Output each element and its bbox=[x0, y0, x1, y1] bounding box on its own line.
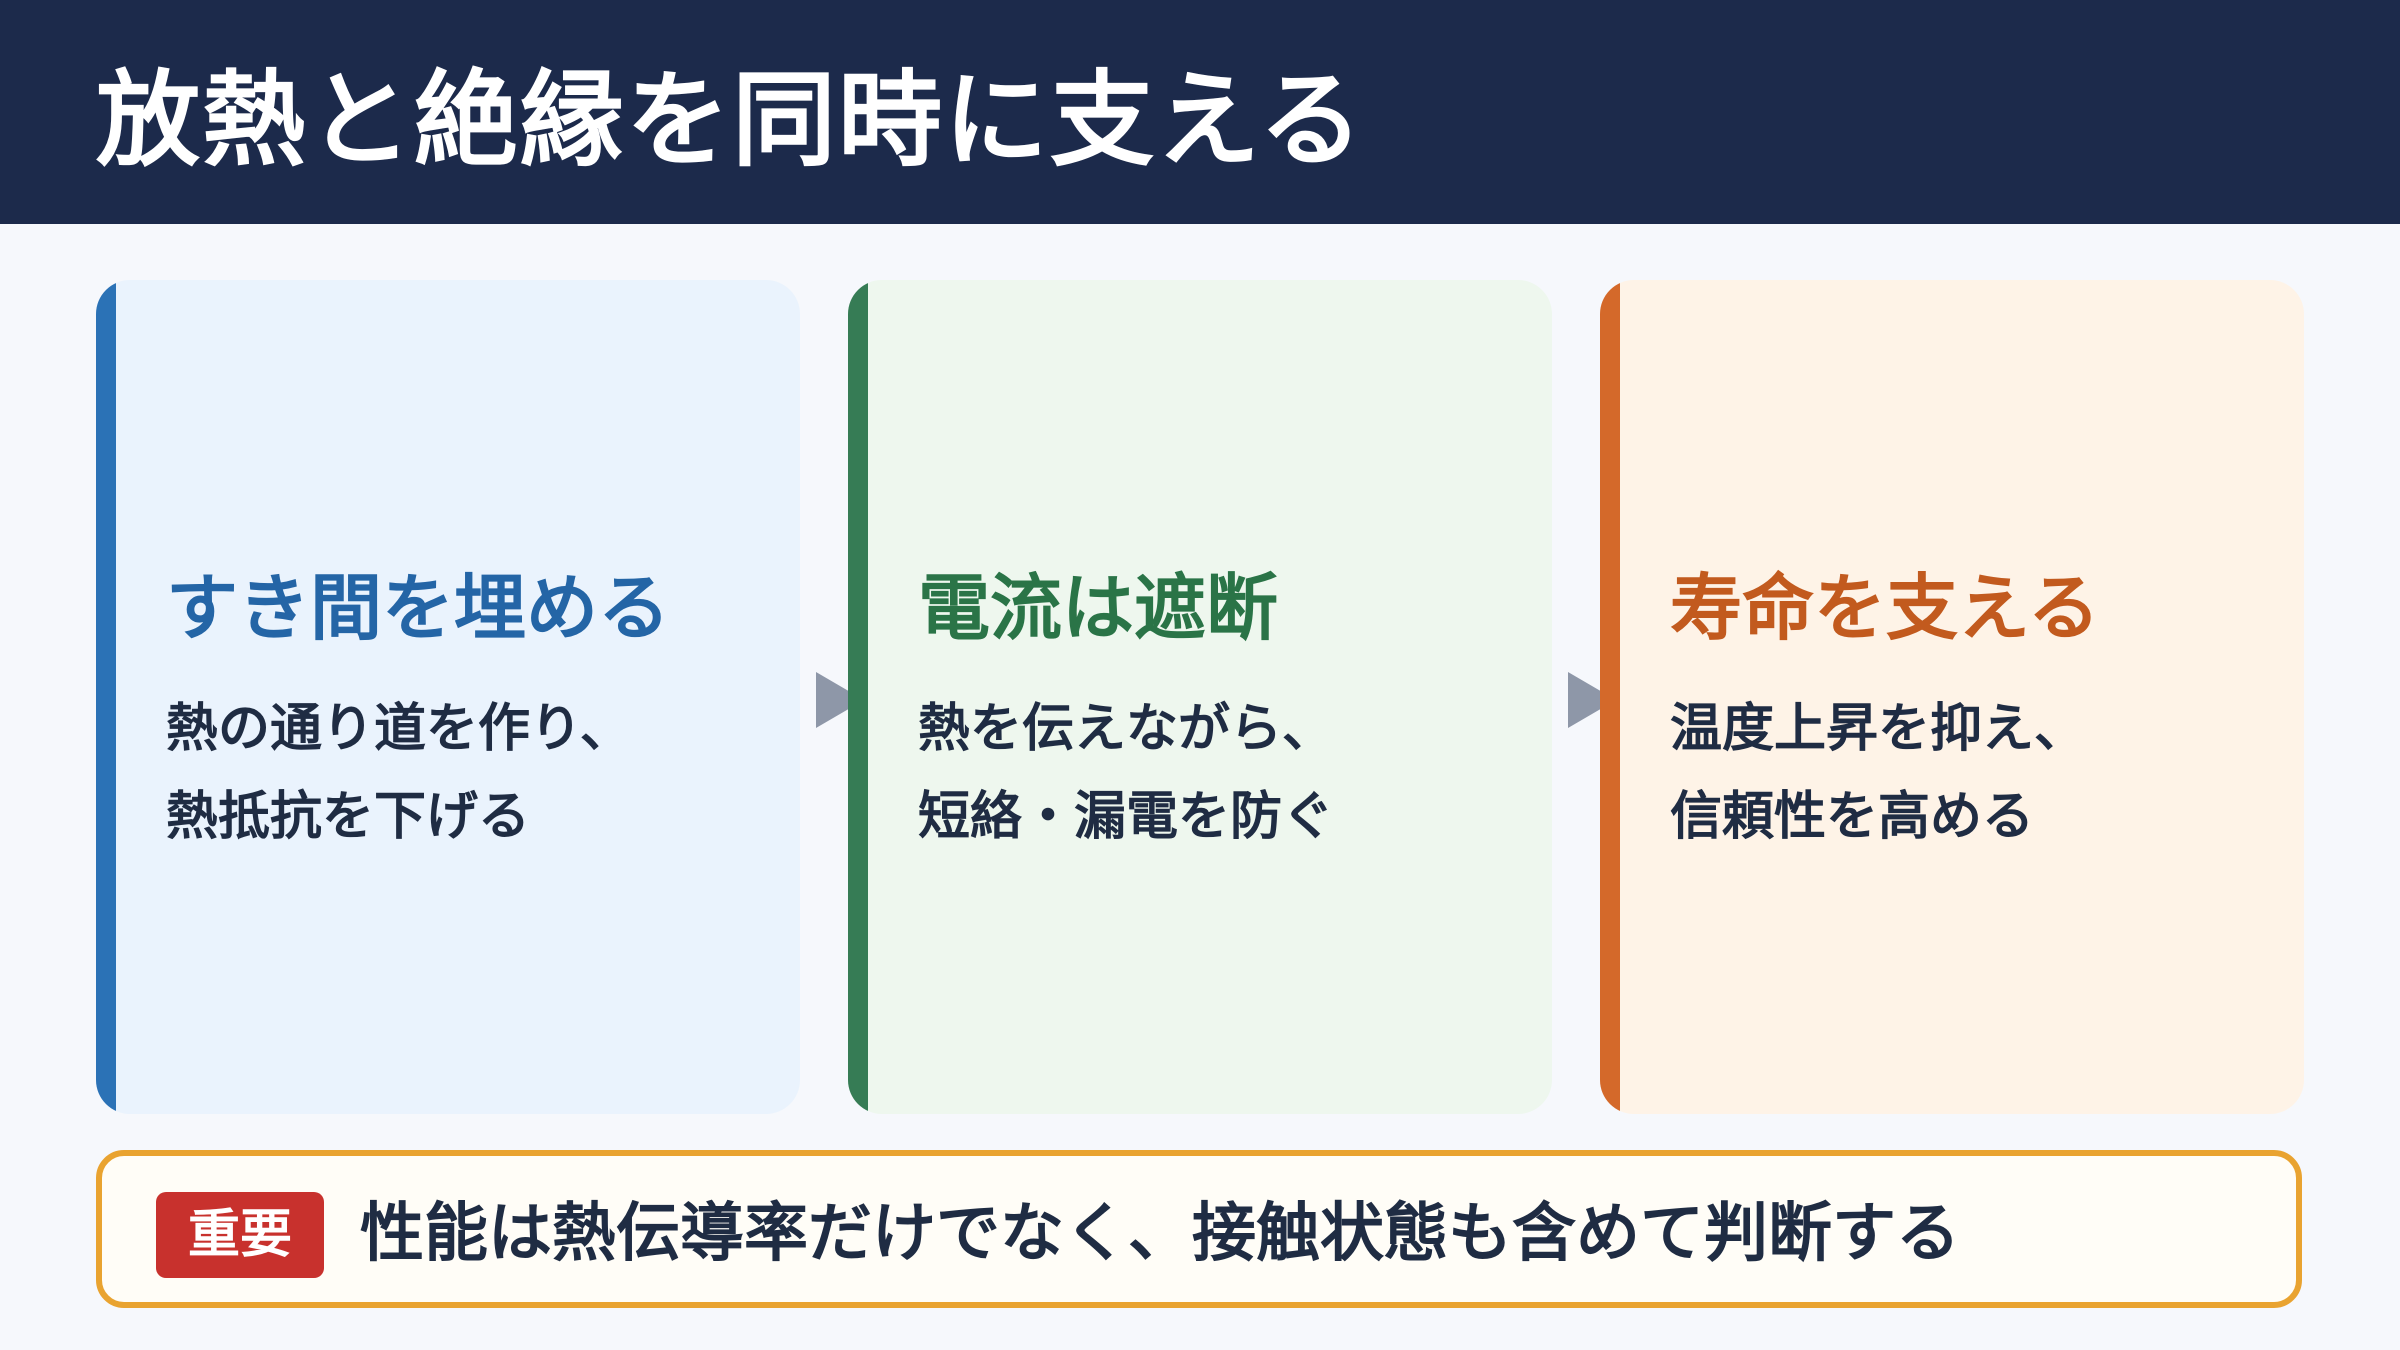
card-description: 温度上昇を抑え、 信頼性を高める bbox=[1670, 685, 2086, 861]
card-description-line: 熱を伝えながら、 bbox=[918, 699, 1335, 759]
page-title: 放熱と絶縁を同時に支える bbox=[96, 59, 1365, 181]
card-heading: 寿命を支える bbox=[1670, 566, 2100, 650]
card-accent-bar bbox=[1600, 280, 1620, 1114]
card-accent-bar bbox=[848, 280, 868, 1114]
card-lifetime: 寿命を支える 温度上昇を抑え、 信頼性を高める bbox=[1600, 280, 2304, 1114]
important-note-text: 性能は熱伝導率だけでなく、接触状態も含めて判断する bbox=[360, 1197, 1960, 1271]
card-description-line: 温度上昇を抑え、 bbox=[1670, 699, 2087, 759]
card-accent-bar bbox=[96, 280, 116, 1114]
card-heading: すき間を埋める bbox=[166, 566, 671, 650]
card-description-line: 熱抵抗を下げる bbox=[166, 787, 531, 847]
card-heading: 電流は遮断 bbox=[918, 566, 1279, 650]
important-note: 重要 性能は熱伝導率だけでなく、接触状態も含めて判断する bbox=[96, 1150, 2302, 1308]
card-description-line: 短絡・漏電を防ぐ bbox=[918, 787, 1335, 847]
card-fill-gap: すき間を埋める 熱の通り道を作り、 熱抵抗を下げる bbox=[96, 280, 800, 1114]
header-bar: 放熱と絶縁を同時に支える bbox=[0, 0, 2400, 224]
important-badge: 重要 bbox=[156, 1192, 324, 1278]
card-description: 熱を伝えながら、 短絡・漏電を防ぐ bbox=[918, 685, 1334, 861]
card-description-line: 信頼性を高める bbox=[1670, 787, 2035, 847]
card-description: 熱の通り道を作り、 熱抵抗を下げる bbox=[166, 685, 632, 861]
card-description-line: 熱の通り道を作り、 bbox=[166, 699, 632, 759]
card-insulation: 電流は遮断 熱を伝えながら、 短絡・漏電を防ぐ bbox=[848, 280, 1552, 1114]
